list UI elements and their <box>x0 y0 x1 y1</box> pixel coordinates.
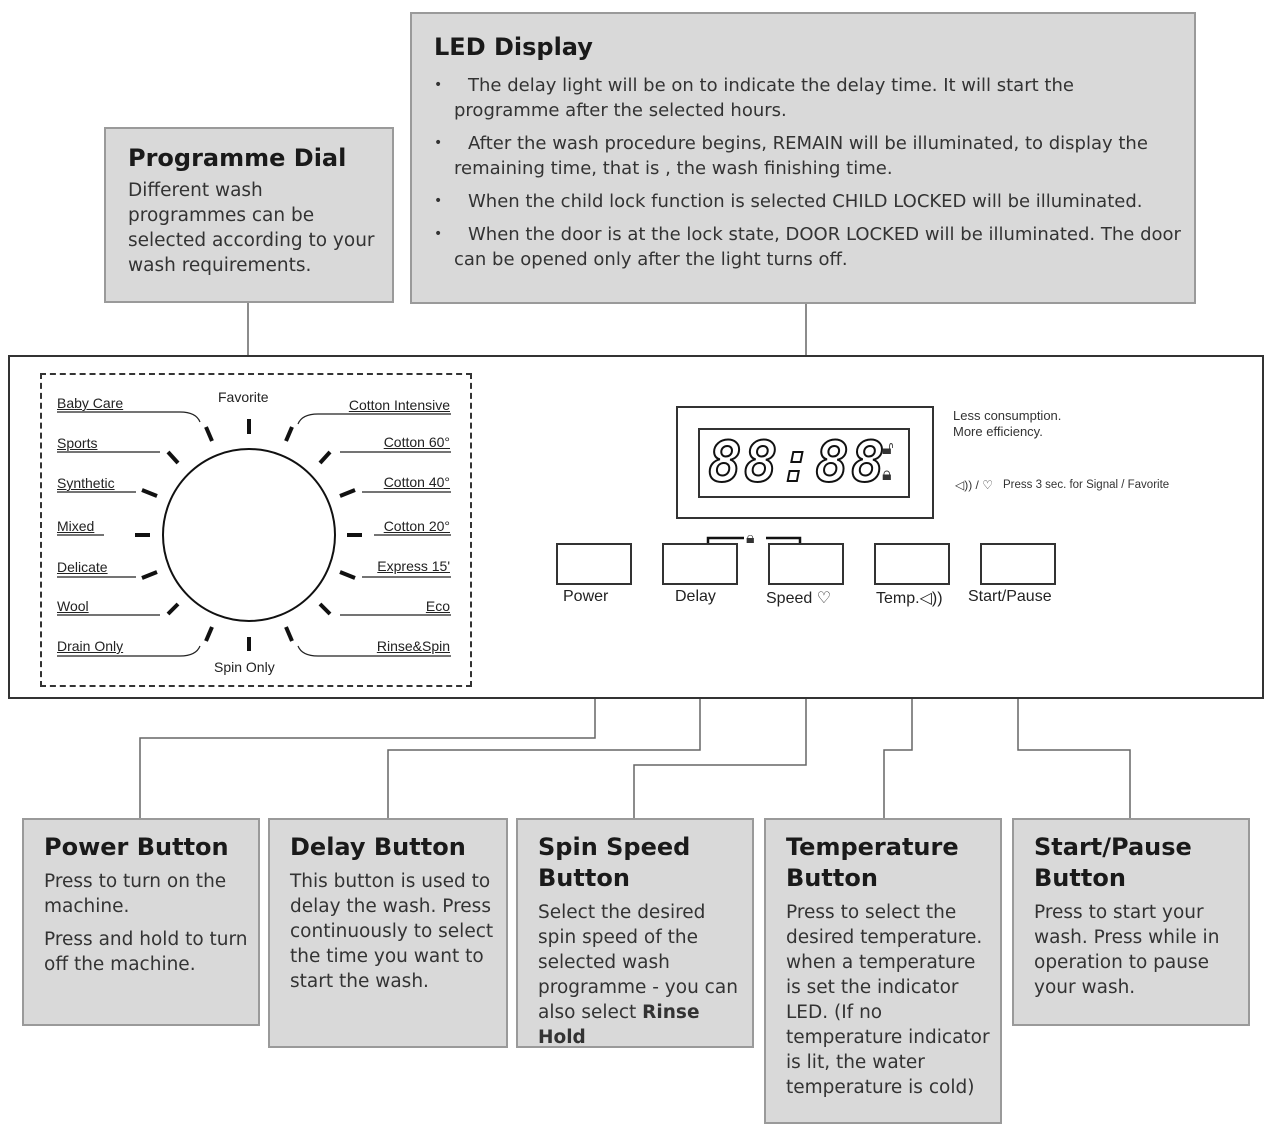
led-bullet: The delay light will be on to indicate t… <box>434 73 1184 123</box>
power-button-callout: Power Button Press to turn on the machin… <box>22 818 260 1026</box>
led-bullet: When the door is at the lock state, DOOR… <box>434 222 1184 272</box>
programme-dial-title: Programme Dial <box>128 144 347 172</box>
start-pause-button-callout: Start/Pause Button Press to start your w… <box>1012 818 1250 1026</box>
programme-label: Cotton Intensive <box>348 397 450 413</box>
temp-button[interactable] <box>874 543 950 585</box>
led-display-callout: LED Display The delay light will be on t… <box>410 12 1196 304</box>
programme-label: Mixed <box>57 518 95 534</box>
programme-dial-area <box>40 373 472 687</box>
dial-label-bottom: Spin Only <box>214 659 275 675</box>
signal-note: Press 3 sec. for Signal / Favorite <box>1003 479 1170 491</box>
temp-callout-text: Press to select the desired temperature.… <box>786 902 990 1099</box>
child-lock-icon: 🔒︎ <box>882 464 892 485</box>
programme-label: Eco <box>425 598 450 614</box>
child-lock-bracket-icon: 🔒︎ <box>746 528 755 547</box>
programme-label: Sports <box>57 435 98 451</box>
led-bullet: After the wash procedure begins, REMAIN … <box>434 131 1184 181</box>
efficiency-note-line1: Less consumption. <box>953 408 1062 423</box>
spin-callout-title: Spin Speed Button <box>538 833 691 893</box>
signal-icons: ◁)) / ♡ <box>955 478 993 492</box>
programme-dial-text: Different wash programmes can be selecte… <box>128 180 375 277</box>
led-display-title: LED Display <box>434 33 593 61</box>
dial-label-top: Favorite <box>218 389 269 405</box>
spin-speed-button-callout: Spin Speed Button Select the desired spi… <box>516 818 754 1048</box>
programme-label: Express 15' <box>377 558 450 574</box>
programme-label: Cotton 40° <box>383 474 450 490</box>
delay-callout-text: This button is used to delay the wash. P… <box>290 871 494 993</box>
temp-button-label: Temp.◁)) <box>876 590 943 607</box>
led-display-screen <box>676 406 934 519</box>
led-digits: 88:88 <box>707 429 887 496</box>
power-button[interactable] <box>556 543 632 585</box>
delay-button-callout: Delay Button This button is used to dela… <box>268 818 508 1048</box>
temperature-button-callout: Temperature Button Press to select the d… <box>764 818 1002 1124</box>
start-callout-text: Press to start your wash. Press while in… <box>1034 902 1220 999</box>
programme-label: Cotton 60° <box>383 434 450 450</box>
programme-label: Baby Care <box>57 395 124 411</box>
start-pause-button-label: Start/Pause <box>968 588 1052 605</box>
control-panel <box>8 355 1264 699</box>
programme-label: Rinse&Spin <box>376 638 450 654</box>
delay-callout-title: Delay Button <box>290 833 466 861</box>
programme-label: Delicate <box>57 559 108 575</box>
programme-label: Drain Only <box>57 638 124 654</box>
led-display-window <box>698 428 910 498</box>
delay-button[interactable] <box>662 543 738 585</box>
temp-callout-title: Temperature Button <box>786 833 959 893</box>
led-bullet: When the child lock function is selected… <box>434 189 1184 214</box>
efficiency-note-line2: More efficiency. <box>953 424 1043 439</box>
programme-dial-callout: Programme Dial Different wash programmes… <box>104 127 394 303</box>
start-pause-button[interactable] <box>980 543 1056 585</box>
door-lock-icon: 🔓︎ <box>882 438 894 459</box>
power-callout-text: Press and hold to turn off the machine. <box>44 929 248 976</box>
power-button-label: Power <box>563 588 609 605</box>
programme-label: Synthetic <box>57 475 115 491</box>
programme-label: Wool <box>57 598 89 614</box>
spin-callout-bold: Rinse Hold <box>538 1002 700 1049</box>
power-callout-title: Power Button <box>44 833 229 861</box>
speed-button[interactable] <box>768 543 844 585</box>
spin-callout-text: Select the desired spin speed of the sel… <box>538 902 738 1049</box>
delay-button-label: Delay <box>675 588 716 605</box>
power-callout-text: Press to turn on the machine. <box>44 871 227 918</box>
speed-button-label: Speed ♡ <box>766 590 832 607</box>
programme-dial-knob[interactable] <box>162 448 336 622</box>
start-callout-title: Start/Pause Button <box>1034 833 1192 893</box>
programme-label: Cotton 20° <box>383 518 450 534</box>
led-display-bullets: The delay light will be on to indicate t… <box>434 73 1184 272</box>
